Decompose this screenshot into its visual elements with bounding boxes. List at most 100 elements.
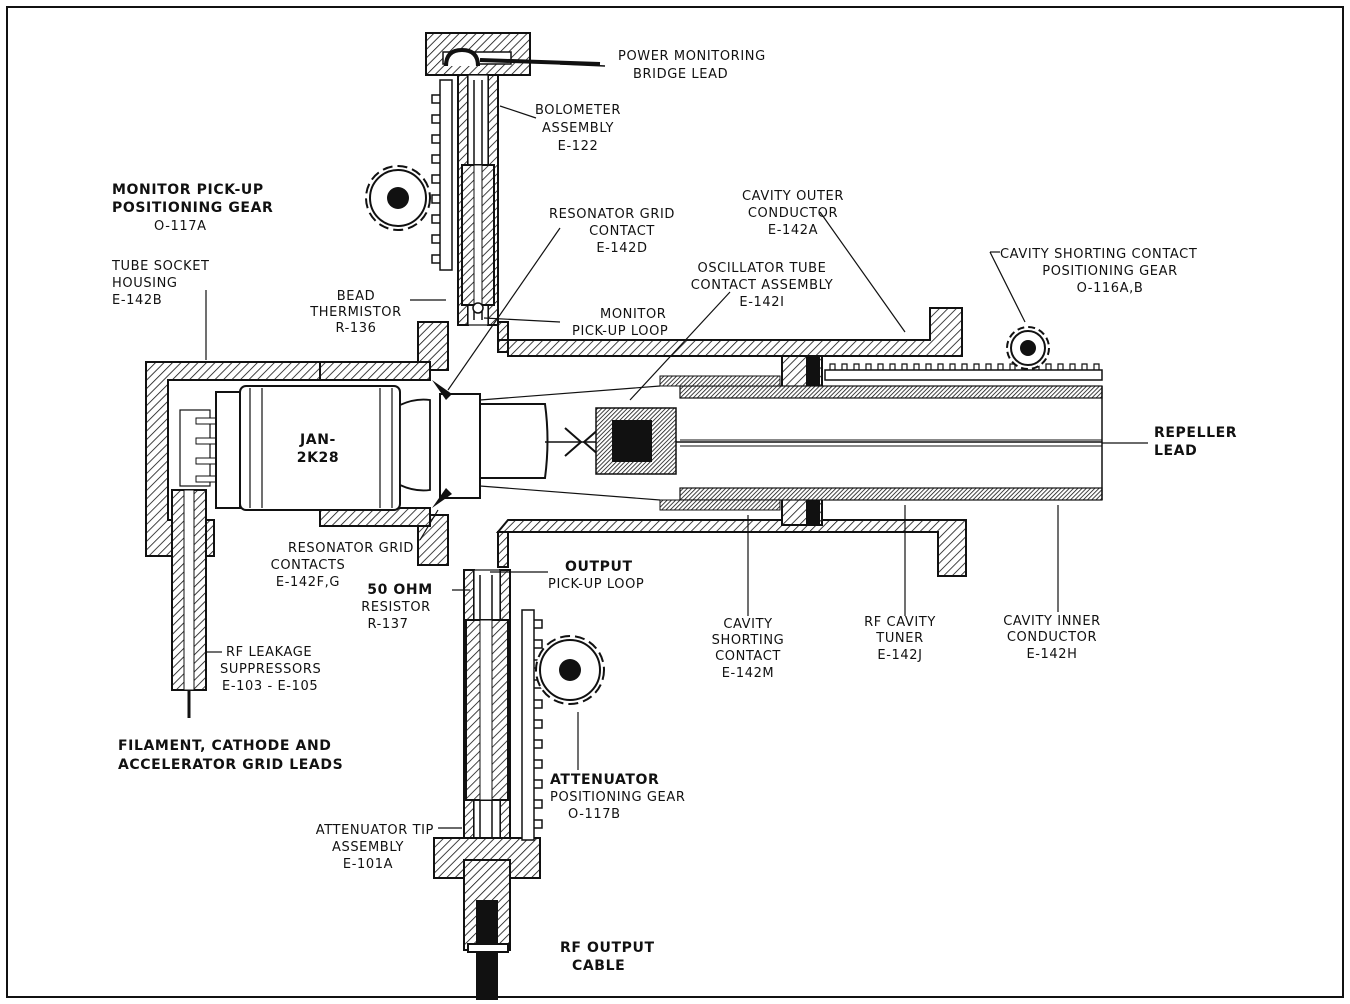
label-output-loop: OUTPUT PICK-UP LOOP (548, 559, 644, 592)
oscillator-contact-block (595, 407, 1102, 475)
svg-text:50 OHM: 50 OHM (367, 582, 433, 598)
shorting-rack (824, 363, 1103, 381)
svg-text:E-142F,G: E-142F,G (276, 575, 340, 590)
svg-text:ACCELERATOR GRID LEADS: ACCELERATOR GRID LEADS (118, 757, 343, 773)
grid-contacts (432, 380, 452, 508)
label-cavity-outer: CAVITY OUTER CONDUCTOR E-142A (742, 189, 844, 238)
label-cavity-shorting-gear: CAVITY SHORTING CONTACT POSITIONING GEAR… (1000, 247, 1197, 296)
svg-text:CONTACTS: CONTACTS (271, 558, 346, 573)
svg-text:CABLE: CABLE (572, 958, 625, 974)
lower-rack (521, 609, 543, 841)
svg-text:ASSEMBLY: ASSEMBLY (542, 121, 614, 136)
label-power-monitoring: POWER MONITORING BRIDGE LEAD (618, 49, 766, 82)
svg-text:E-142I: E-142I (739, 295, 784, 310)
svg-text:TUNER: TUNER (875, 631, 923, 646)
svg-text:BRIDGE LEAD: BRIDGE LEAD (633, 67, 728, 82)
svg-text:CONDUCTOR: CONDUCTOR (748, 206, 838, 221)
upper-rack (431, 79, 453, 271)
svg-text:RESONATOR GRID: RESONATOR GRID (549, 207, 675, 222)
svg-text:BEAD: BEAD (337, 289, 375, 304)
svg-text:HOUSING: HOUSING (112, 276, 178, 291)
label-rf-leakage: RF LEAKAGE SUPPRESSORS E-103 - E-105 (220, 645, 321, 694)
inner-conductor (479, 375, 1103, 511)
label-resonator-grid-contact: RESONATOR GRID CONTACT E-142D (549, 207, 675, 256)
leader-lines (205, 105, 1148, 829)
svg-text:CONTACT: CONTACT (715, 649, 781, 664)
label-tube-socket: TUBE SOCKET HOUSING E-142B (111, 259, 210, 308)
svg-text:MONITOR: MONITOR (600, 307, 666, 322)
svg-text:CAVITY SHORTING CONTACT: CAVITY SHORTING CONTACT (1000, 247, 1197, 262)
svg-text:PICK-UP LOOP: PICK-UP LOOP (548, 577, 644, 592)
svg-text:CONTACT ASSEMBLY: CONTACT ASSEMBLY (691, 278, 834, 293)
svg-text:E-101A: E-101A (343, 857, 393, 872)
svg-text:ASSEMBLY: ASSEMBLY (332, 840, 404, 855)
svg-text:CONDUCTOR: CONDUCTOR (1007, 630, 1097, 645)
svg-text:POSITIONING GEAR: POSITIONING GEAR (550, 790, 685, 805)
label-attenuator-tip: ATTENUATOR TIP ASSEMBLY E-101A (316, 823, 434, 872)
svg-text:MONITOR PICK-UP: MONITOR PICK-UP (112, 182, 264, 198)
svg-text:2K28: 2K28 (297, 450, 339, 466)
svg-text:OUTPUT: OUTPUT (565, 559, 633, 575)
svg-text:POSITIONING GEAR: POSITIONING GEAR (1042, 264, 1177, 279)
svg-text:CAVITY OUTER: CAVITY OUTER (742, 189, 844, 204)
svg-text:PICK-UP LOOP: PICK-UP LOOP (572, 324, 668, 339)
label-cavity-inner: CAVITY INNER CONDUCTOR E-142H (1003, 614, 1101, 662)
svg-text:E-142M: E-142M (722, 666, 775, 681)
svg-text:E-142J: E-142J (877, 648, 922, 663)
svg-text:SUPPRESSORS: SUPPRESSORS (220, 662, 321, 677)
svg-text:ATTENUATOR TIP: ATTENUATOR TIP (316, 823, 434, 838)
svg-text:RF CAVITY: RF CAVITY (864, 615, 936, 630)
label-oscillator-contact: OSCILLATOR TUBE CONTACT ASSEMBLY E-142I (691, 261, 834, 310)
label-bead-thermistor: BEAD THERMISTOR R-136 (309, 289, 401, 336)
bolometer-housing (425, 32, 606, 76)
svg-text:O-117A: O-117A (154, 219, 207, 234)
svg-text:BOLOMETER: BOLOMETER (535, 103, 621, 118)
svg-text:ATTENUATOR: ATTENUATOR (550, 772, 659, 788)
label-rf-output: RF OUTPUT CABLE (560, 940, 655, 974)
svg-text:R-137: R-137 (367, 617, 408, 632)
label-resistor: 50 OHM RESISTOR R-137 (361, 582, 433, 632)
svg-text:POSITIONING GEAR: POSITIONING GEAR (112, 200, 273, 216)
svg-text:RF OUTPUT: RF OUTPUT (560, 940, 655, 956)
svg-text:OSCILLATOR TUBE: OSCILLATOR TUBE (698, 261, 827, 276)
svg-text:THERMISTOR: THERMISTOR (309, 305, 401, 320)
svg-text:RESISTOR: RESISTOR (361, 600, 431, 615)
label-tube: JAN- 2K28 (297, 432, 339, 466)
svg-text:O-117B: O-117B (568, 807, 621, 822)
svg-text:E-122: E-122 (558, 139, 599, 154)
svg-text:O-116A,B: O-116A,B (1077, 281, 1144, 296)
svg-text:E-142D: E-142D (596, 241, 647, 256)
svg-text:JAN-: JAN- (299, 432, 336, 448)
svg-text:E-103 - E-105: E-103 - E-105 (222, 679, 318, 694)
svg-text:FILAMENT, CATHODE AND: FILAMENT, CATHODE AND (118, 738, 332, 754)
attenuator-gear (535, 635, 605, 705)
svg-text:CAVITY INNER: CAVITY INNER (1003, 614, 1101, 629)
svg-text:LEAD: LEAD (1154, 443, 1197, 459)
svg-text:SHORTING: SHORTING (712, 633, 785, 648)
label-filament: FILAMENT, CATHODE AND ACCELERATOR GRID L… (118, 738, 343, 773)
svg-text:R-136: R-136 (335, 321, 376, 336)
svg-text:TUBE SOCKET: TUBE SOCKET (111, 259, 210, 274)
label-attenuator-gear: ATTENUATOR POSITIONING GEAR O-117B (550, 772, 685, 822)
svg-text:CONTACT: CONTACT (589, 224, 655, 239)
svg-text:E-142B: E-142B (112, 293, 162, 308)
label-rf-tuner: RF CAVITY TUNER E-142J (864, 615, 936, 663)
svg-text:E-142A: E-142A (768, 223, 818, 238)
output-tube (433, 569, 541, 1000)
monitor-gear (365, 165, 431, 231)
drawing-border (6, 6, 1344, 998)
rf-leakage-suppressors (171, 489, 207, 718)
svg-text:RESONATOR GRID: RESONATOR GRID (288, 541, 414, 556)
svg-text:RF LEAKAGE: RF LEAKAGE (226, 645, 312, 660)
svg-text:POWER MONITORING: POWER MONITORING (618, 49, 766, 64)
label-monitor-loop: MONITOR PICK-UP LOOP (572, 307, 668, 339)
label-resonator-grid-contacts: RESONATOR GRID CONTACTS E-142F,G (271, 541, 414, 590)
label-cavity-shorting-contact: CAVITY SHORTING CONTACT E-142M (712, 617, 785, 681)
label-bolometer: BOLOMETER ASSEMBLY E-122 (535, 103, 621, 154)
svg-text:E-142H: E-142H (1026, 647, 1077, 662)
svg-text:REPELLER: REPELLER (1154, 425, 1237, 441)
klystron-tube (179, 385, 601, 511)
label-repeller: REPELLER LEAD (1154, 425, 1237, 459)
svg-text:CAVITY: CAVITY (723, 617, 772, 632)
